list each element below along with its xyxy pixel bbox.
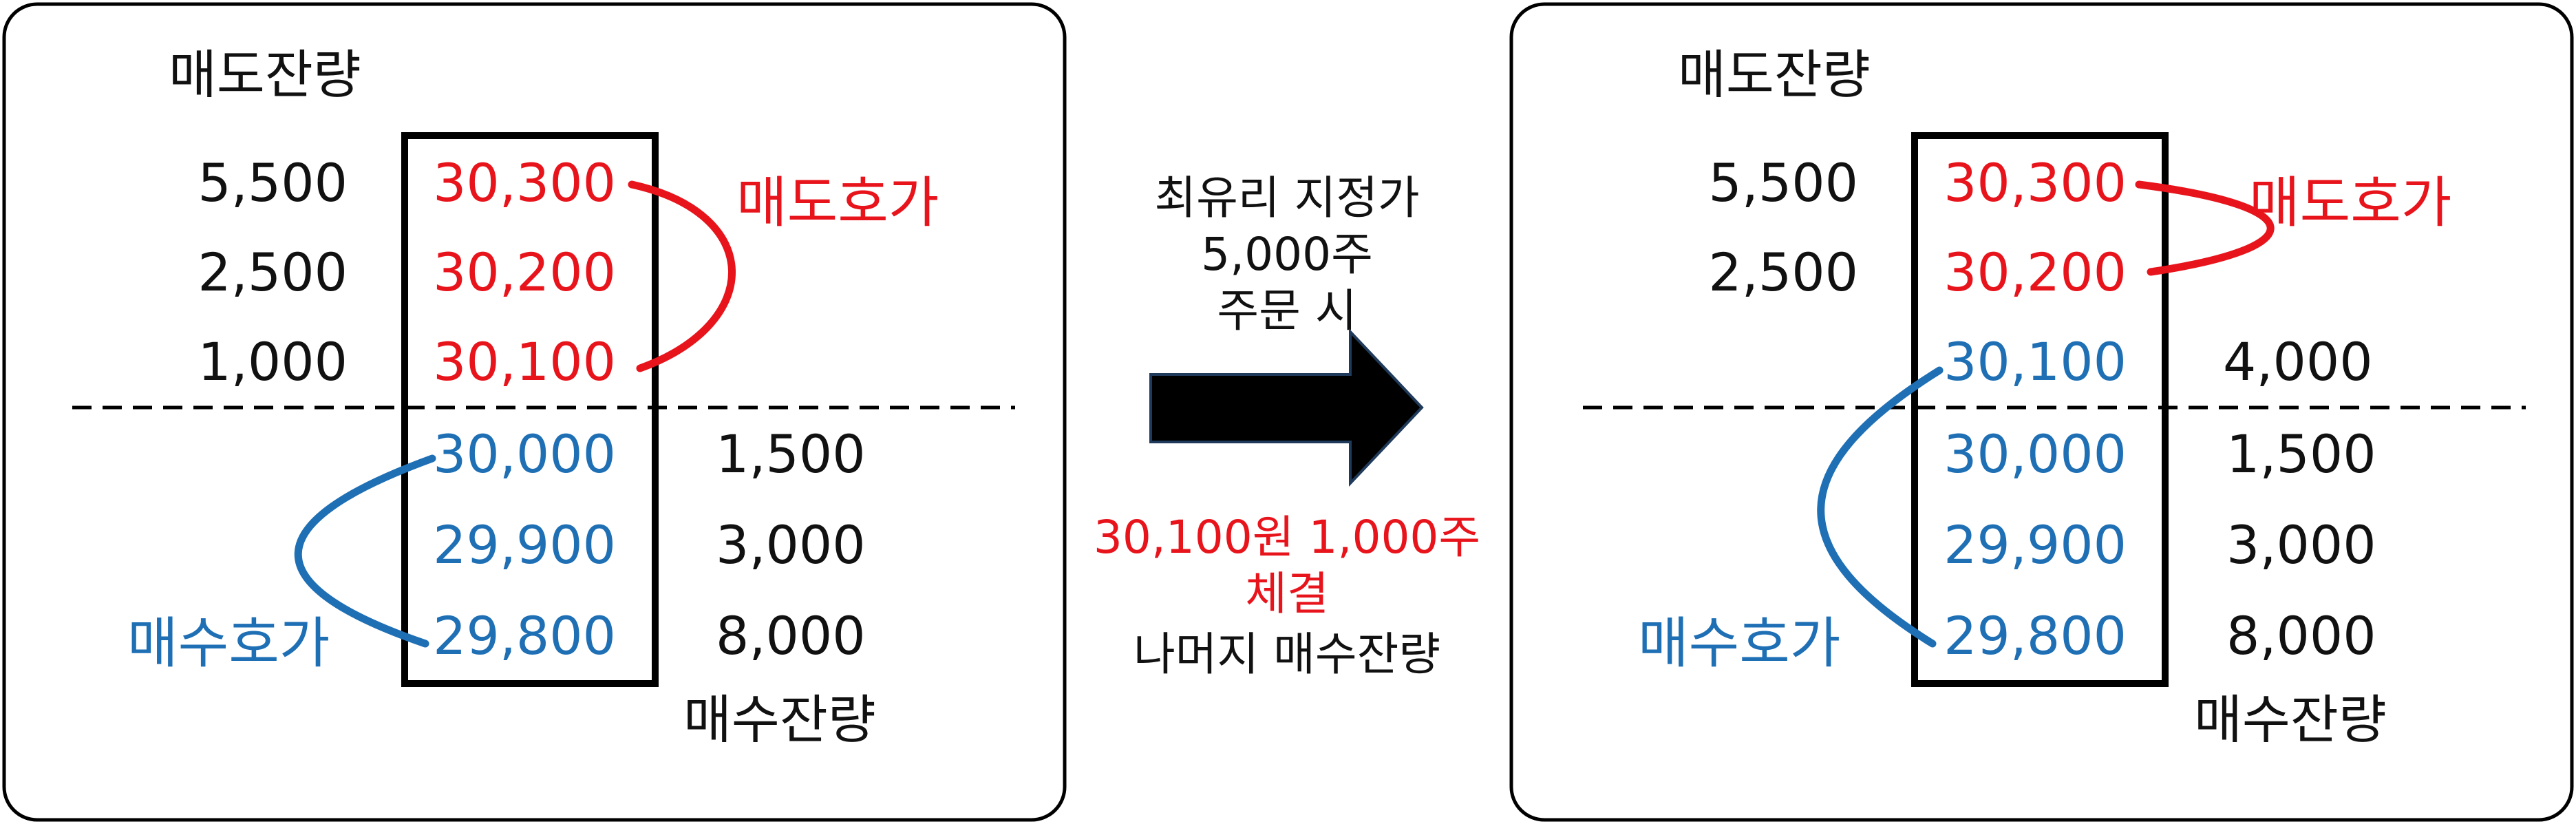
panel-before: 매도잔량 매수잔량 5,500 2,500 1,000 30,300 30,20… (2, 2, 1067, 822)
ask-bracket (628, 180, 736, 372)
sell-remaining-header: 매도잔량 (1678, 44, 1871, 105)
bid-price: 30,100 (1944, 331, 2127, 392)
ask-qty: 2,500 (1708, 242, 1858, 303)
bid-qty: 3,000 (716, 514, 866, 575)
bid-price: 30,000 (433, 423, 616, 485)
order-line: 주문 시 (1217, 284, 1356, 337)
bid-label: 매수호가 (1638, 611, 1840, 675)
ask-price: 30,200 (433, 242, 616, 303)
remaining-line: 나머지 매수잔량 (1133, 628, 1440, 681)
fill-result-line: 체결 (1245, 567, 1328, 620)
price-column-box (1911, 132, 2169, 687)
buy-remaining-header: 매수잔량 (2194, 689, 2387, 750)
ask-bracket (2135, 180, 2275, 276)
ask-qty: 2,500 (198, 242, 348, 303)
ask-qty: 5,500 (1708, 152, 1858, 213)
panel-after-frame (1509, 2, 2574, 822)
transition: 최유리 지정가 5,000주 주문 시 30,100원 1,000주 체결 나머… (1094, 171, 1480, 681)
ask-qty: 1,000 (198, 331, 348, 392)
ask-label: 매도호가 (2249, 171, 2451, 235)
ask-price: 30,300 (433, 152, 616, 213)
fill-result-line: 30,100원 1,000주 (1094, 511, 1480, 564)
bid-label: 매수호가 (127, 611, 330, 675)
panel-after: 매도잔량 매수잔량 5,500 2,500 30,300 30,200 30,1… (1509, 2, 2574, 822)
bid-qty: 1,500 (2226, 423, 2376, 485)
right-arrow-icon (1149, 328, 1424, 487)
buy-remaining-header: 매수잔량 (683, 689, 876, 750)
panel-before-frame (2, 2, 1067, 822)
order-line: 5,000주 (1201, 228, 1373, 281)
bid-price: 29,800 (433, 605, 616, 666)
bid-price: 30,000 (1944, 423, 2127, 485)
bid-qty: 3,000 (2226, 514, 2376, 575)
bid-bracket (294, 454, 436, 648)
ask-price: 30,100 (433, 331, 616, 392)
bid-price: 29,900 (1944, 514, 2127, 575)
bid-qty: 8,000 (2226, 605, 2376, 666)
ask-price: 30,300 (1944, 152, 2127, 213)
bid-qty: 4,000 (2223, 331, 2373, 392)
ask-label: 매도호가 (736, 171, 939, 235)
bid-qty: 1,500 (716, 423, 866, 485)
ask-price: 30,200 (1944, 242, 2127, 303)
bid-qty: 8,000 (716, 605, 866, 666)
sell-remaining-header: 매도잔량 (169, 44, 361, 105)
bid-price: 29,800 (1944, 605, 2127, 666)
ask-qty: 5,500 (198, 152, 348, 213)
bid-price: 29,900 (433, 514, 616, 575)
bid-bracket (1817, 366, 1944, 648)
order-line: 최유리 지정가 (1154, 171, 1419, 224)
price-column-box (401, 132, 659, 687)
